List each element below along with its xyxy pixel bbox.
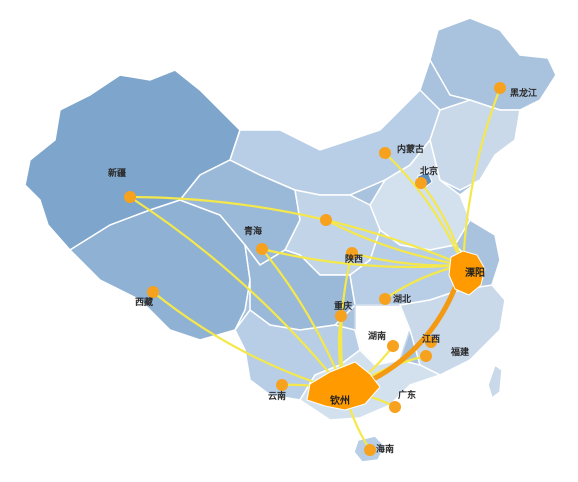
city-node-fujian xyxy=(425,336,437,348)
city-label-hunan: 湖南 xyxy=(368,330,386,342)
route-heilongjiang-east xyxy=(461,86,502,267)
city-label-qinghai: 青海 xyxy=(244,225,262,237)
city-node-heilongjiang xyxy=(494,82,506,94)
city-label-beijing: 北京 xyxy=(420,165,438,177)
city-label-neimenggu: 内蒙古 xyxy=(397,143,424,155)
city-node-xinjiang xyxy=(124,191,136,203)
city-label-hainan: 海南 xyxy=(376,443,394,455)
city-label-shaanxi: 陕西 xyxy=(345,253,363,265)
route-neimenggu-east xyxy=(383,151,465,267)
region-taiwan xyxy=(487,363,503,400)
city-node-xizang xyxy=(147,286,159,298)
city-node-chongqing xyxy=(335,310,347,322)
hub-label-east-hub: 溧阳 xyxy=(465,266,485,279)
region-xizang xyxy=(68,199,251,341)
city-label-yunnan: 云南 xyxy=(268,390,286,402)
city-label-heilongjiang: 黑龙江 xyxy=(510,87,537,99)
hub-areas xyxy=(306,250,486,411)
route-xinjiang-east xyxy=(128,195,465,267)
hub-east-area xyxy=(448,250,486,296)
city-node-neimenggu xyxy=(379,147,391,159)
city-node-qinghai xyxy=(256,243,268,255)
city-label-chongqing: 重庆 xyxy=(334,300,352,312)
region-heilongjiang xyxy=(429,17,557,111)
city-label-jiangxi: 江西 xyxy=(422,333,440,345)
city-node-hunan xyxy=(387,340,399,352)
city-nodes xyxy=(124,82,506,456)
city-node-guangdong xyxy=(389,401,401,413)
hub-south-area xyxy=(306,361,381,411)
route-xinjiang-south xyxy=(128,195,347,394)
route-shanxi_dot-east xyxy=(324,218,465,267)
city-node-jiangxi xyxy=(420,350,432,362)
city-label-xinjiang: 新疆 xyxy=(108,167,126,179)
city-node-hubei xyxy=(379,293,391,305)
hub-label-south-hub: 钦州 xyxy=(330,394,350,407)
city-node-hainan xyxy=(364,444,376,456)
land-regions xyxy=(24,17,557,463)
city-node-yunnan xyxy=(276,379,288,391)
city-label-hubei: 湖北 xyxy=(393,293,411,305)
city-node-beijing xyxy=(415,177,427,189)
city-label-xizang: 西藏 xyxy=(135,296,153,308)
city-node-unlabeled xyxy=(320,214,332,226)
city-label-fujian: 福建 xyxy=(450,346,470,358)
city-label-guangdong: 广东 xyxy=(398,389,416,401)
city-node-shaanxi xyxy=(346,247,358,259)
